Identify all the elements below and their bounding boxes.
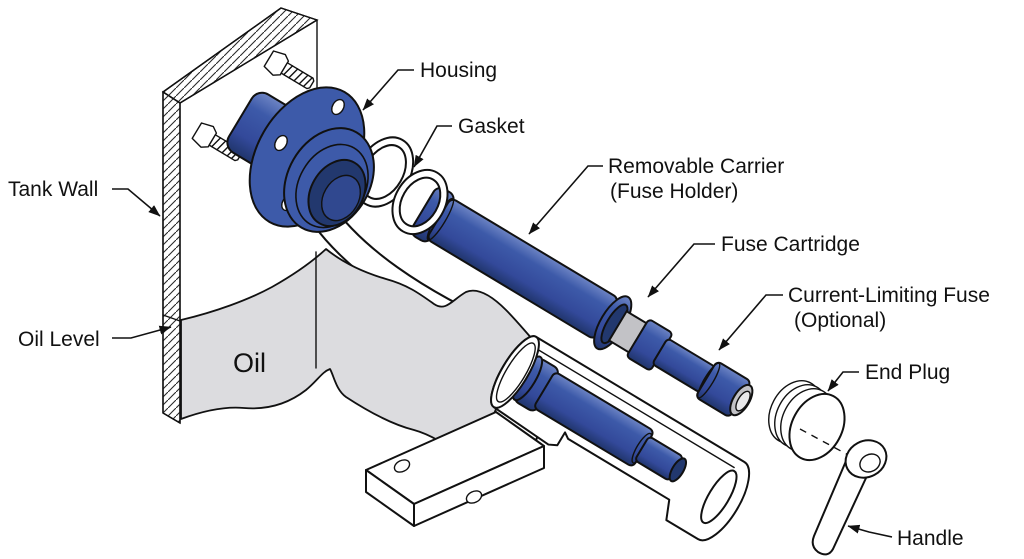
mounting-bolt-upper	[263, 50, 315, 90]
handle-arm	[811, 460, 867, 556]
label-fuse-cartridge: Fuse Cartridge	[721, 233, 860, 256]
mounting-tube	[490, 335, 751, 542]
housing-bore	[320, 174, 362, 222]
label-current-limiting-fuse-line1: Current-Limiting Fuse	[788, 284, 990, 307]
bracket-base	[365, 411, 545, 527]
label-removable-carrier-line1: Removable Carrier	[608, 155, 784, 178]
label-end-plug: End Plug	[865, 361, 950, 384]
bracket-bolt-hole-2	[465, 490, 483, 504]
mounting-tube-mouth-inner	[495, 342, 536, 403]
current-limiting-fuse-tip-inner	[735, 390, 751, 412]
fuse-cartridge-leader	[647, 243, 715, 298]
bracket-plate-side	[413, 445, 545, 527]
label-oil-level: Oil Level	[18, 328, 100, 351]
gasket-leader	[413, 125, 452, 168]
tank-wall-side-hatch	[162, 90, 181, 425]
end-plug-face	[788, 392, 846, 462]
tank-wall-leader	[112, 188, 161, 217]
end-plug-part	[768, 380, 853, 462]
housing-bolt-hole-1	[331, 98, 345, 116]
leader-lines	[112, 69, 893, 538]
labels: Tank Wall Housing Gasket Removable Carri…	[8, 59, 990, 550]
housing-leader	[362, 69, 414, 111]
oil-level-line	[162, 314, 181, 322]
bracket-bolt-hole-1	[393, 459, 411, 473]
mounting-tube-mouth	[490, 335, 540, 409]
label-removable-carrier-line2: (Fuse Holder)	[610, 180, 738, 203]
oil-level-leader	[112, 325, 172, 339]
handle-leader	[847, 524, 893, 538]
mounting-tube-end-shell	[700, 469, 738, 525]
handle-part	[811, 439, 888, 556]
housing-part	[226, 86, 375, 233]
label-current-limiting-fuse-line2: (Optional)	[794, 309, 886, 332]
end-plug-leader	[827, 371, 859, 392]
in-tank-fuse	[511, 355, 688, 483]
removable-carrier-leader	[528, 165, 603, 235]
label-gasket: Gasket	[458, 115, 525, 138]
gasket-ring-2	[391, 169, 449, 235]
end-plug-centerline	[799, 428, 853, 458]
mounting-tube-inner-wall-line	[534, 347, 735, 469]
label-housing: Housing	[420, 59, 497, 82]
housing-bolt-hole-2	[274, 134, 288, 152]
handle-eye-hole	[859, 453, 881, 473]
current-limiting-fuse-leader	[718, 294, 783, 351]
carrier-fuse-chain	[410, 186, 754, 417]
label-oil: Oil	[233, 348, 266, 378]
label-tank-wall: Tank Wall	[8, 178, 98, 201]
label-handle: Handle	[897, 527, 964, 550]
